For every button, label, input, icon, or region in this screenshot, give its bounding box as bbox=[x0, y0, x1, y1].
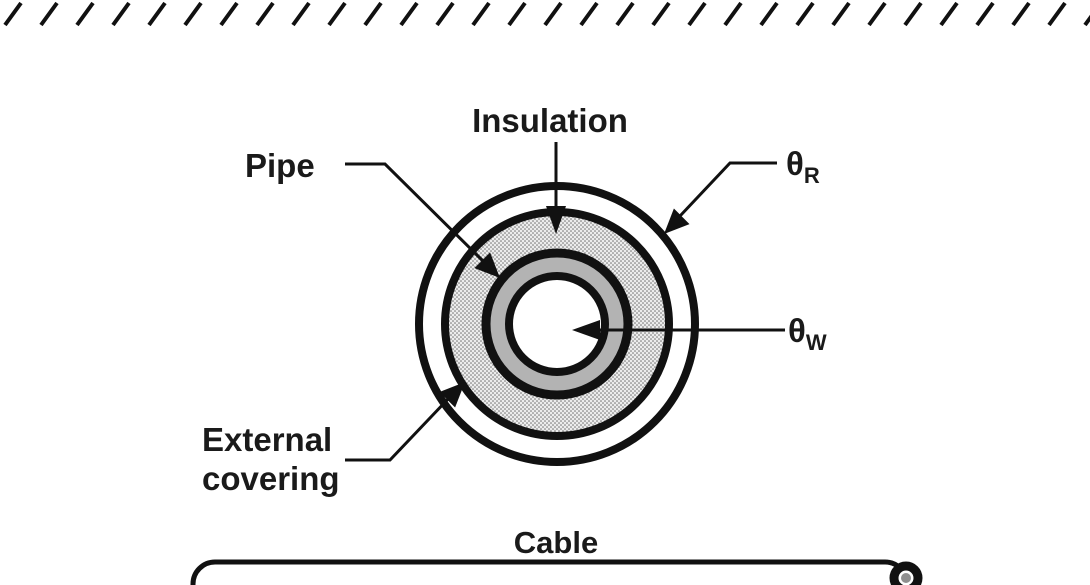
theta-w-pointer bbox=[572, 320, 785, 340]
insulation-pointer bbox=[546, 142, 566, 234]
ceiling-hatching bbox=[0, 0, 1090, 28]
theta-r-subscript: R bbox=[804, 163, 820, 188]
external-covering-leader bbox=[345, 396, 451, 462]
theta-r-arrowhead bbox=[664, 208, 690, 234]
cable-label: Cable bbox=[514, 525, 598, 560]
pipe-leader bbox=[345, 162, 486, 264]
theta-r-symbol: θ bbox=[786, 145, 804, 182]
external-covering-label-line2: covering bbox=[202, 460, 340, 497]
theta-r-label: θR bbox=[786, 145, 820, 188]
external-covering-label-line1: External bbox=[202, 421, 332, 458]
external-covering-arrowhead bbox=[439, 382, 465, 408]
external-covering-label: External covering bbox=[202, 421, 340, 497]
cable-body bbox=[190, 559, 910, 585]
theta-w-arrowhead bbox=[572, 320, 600, 340]
insulation-label: Insulation bbox=[472, 102, 628, 139]
theta-w-label: θW bbox=[788, 312, 827, 355]
insulation-arrowhead bbox=[546, 206, 566, 234]
cable-group: Cable bbox=[190, 525, 923, 585]
pipe-arrowhead bbox=[474, 252, 500, 278]
external-covering-pointer bbox=[345, 382, 465, 462]
theta-r-pointer bbox=[664, 161, 777, 234]
pipe-pointer bbox=[345, 162, 500, 278]
pipe-label: Pipe bbox=[245, 147, 315, 184]
pipe-bore bbox=[505, 272, 609, 376]
pipe-cross-section bbox=[415, 182, 699, 466]
theta-w-symbol: θ bbox=[788, 312, 806, 349]
cable-core bbox=[901, 573, 911, 583]
theta-w-subscript: W bbox=[806, 330, 827, 355]
theta-r-leader bbox=[678, 161, 777, 218]
